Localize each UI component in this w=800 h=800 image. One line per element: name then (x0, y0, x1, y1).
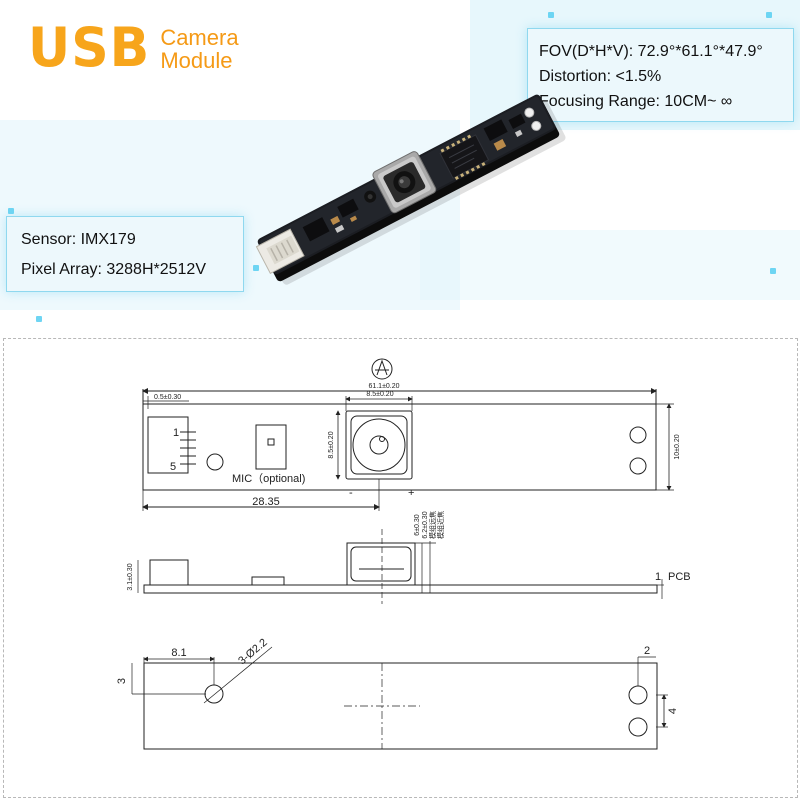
board-height-label: 10±0.20 (674, 434, 681, 459)
pin-offset-label: 0.5±0.30 (154, 394, 181, 401)
sparkle-icon (253, 265, 259, 271)
plus-terminal-label: + (408, 487, 414, 499)
brand-logo: USB Camera Module (28, 16, 239, 80)
product-photo-area: USB Camera Module FOV(D*H*V): 72.9°*61.1… (0, 0, 800, 330)
lens-height-2-label: 6.2±0.30 (422, 511, 429, 538)
lens-module-outline (345, 410, 413, 480)
sparkle-icon (770, 268, 776, 274)
right-hole-offset-label: 2 (644, 645, 650, 657)
lens-width-label: 8.5±0.20 (366, 391, 393, 398)
side-view-labels: 3.1±0.30 6±0.30 6.2±0.30 模组远焦 模组近焦 1 PCB (127, 511, 691, 591)
brand-usb-text: USB (28, 16, 151, 80)
pcb-label: PCB (668, 571, 691, 583)
sparkle-icon (36, 316, 42, 322)
projection-symbol-icon (371, 358, 393, 380)
hole-spacing-label: 4 (667, 708, 679, 714)
glow-decoration (420, 230, 800, 300)
brand-subtitle: Camera Module (160, 26, 238, 72)
bottom-view (131, 646, 668, 750)
lens-height-1-label: 6±0.30 (414, 514, 421, 535)
mount-hole-outline (206, 453, 224, 471)
side-view-pcb-outline (143, 584, 658, 594)
top-view (142, 358, 674, 511)
pcb-thickness-label: 1 (655, 571, 661, 583)
hole-x-label: 8.1 (171, 647, 186, 659)
hole-y-label: 3 (116, 678, 128, 684)
side-view-connector (149, 559, 189, 586)
top-view-labels: 61.1±0.20 0.5±0.30 8.5±0.20 8.5±0.20 10±… (154, 383, 681, 508)
mechanical-drawing: 61.1±0.20 0.5±0.30 8.5±0.20 8.5±0.20 10±… (3, 338, 798, 798)
brand-subtitle-line1: Camera (160, 25, 239, 50)
camera-board-photo (255, 94, 566, 285)
connector-outline (147, 416, 189, 474)
mic-label: MIC（optional) (232, 472, 305, 485)
bottom-view-labels: 8.1 3-Ø2.2 3 2 4 (116, 636, 679, 714)
sparkle-icon (766, 12, 772, 18)
top-view-board-outline (142, 403, 657, 491)
minus-terminal-label: - (349, 487, 353, 499)
focus-near-label: 模组近焦 (436, 511, 445, 539)
brand-subtitle-line2: Module (160, 48, 233, 73)
fov-spec: FOV(D*H*V): 72.9°*61.1°*47.9° (539, 43, 763, 60)
lens-height-label: 8.5±0.20 (328, 431, 335, 458)
focus-far-label: 模组远焦 (428, 511, 437, 539)
sensor-spec: Sensor: IMX179 (21, 231, 136, 248)
distortion-spec: Distortion: <1.5% (539, 68, 662, 85)
bottom-view-board-outline (143, 662, 658, 750)
sensor-spec-box: Sensor: IMX179 Pixel Array: 3288H*2512V (6, 216, 244, 292)
pin-5-label: 5 (170, 461, 176, 473)
sparkle-icon (548, 12, 554, 18)
optics-spec-box: FOV(D*H*V): 72.9°*61.1°*47.9° Distortion… (527, 28, 794, 122)
overall-width-label: 61.1±0.20 (368, 383, 399, 390)
side-view (137, 529, 664, 604)
mic-distance-label: 28.35 (252, 496, 280, 508)
connector-height-label: 3.1±0.30 (127, 563, 134, 590)
pin-1-label: 1 (173, 427, 179, 439)
pixel-array-spec: Pixel Array: 3288H*2512V (21, 261, 206, 278)
bottom-hole-2 (628, 685, 648, 705)
bottom-hole-3 (628, 717, 648, 737)
focusing-range-spec: Focusing Range: 10CM~ ∞ (539, 93, 733, 110)
sparkle-icon (8, 208, 14, 214)
side-view-lens (346, 542, 416, 586)
mic-outline (255, 424, 287, 470)
